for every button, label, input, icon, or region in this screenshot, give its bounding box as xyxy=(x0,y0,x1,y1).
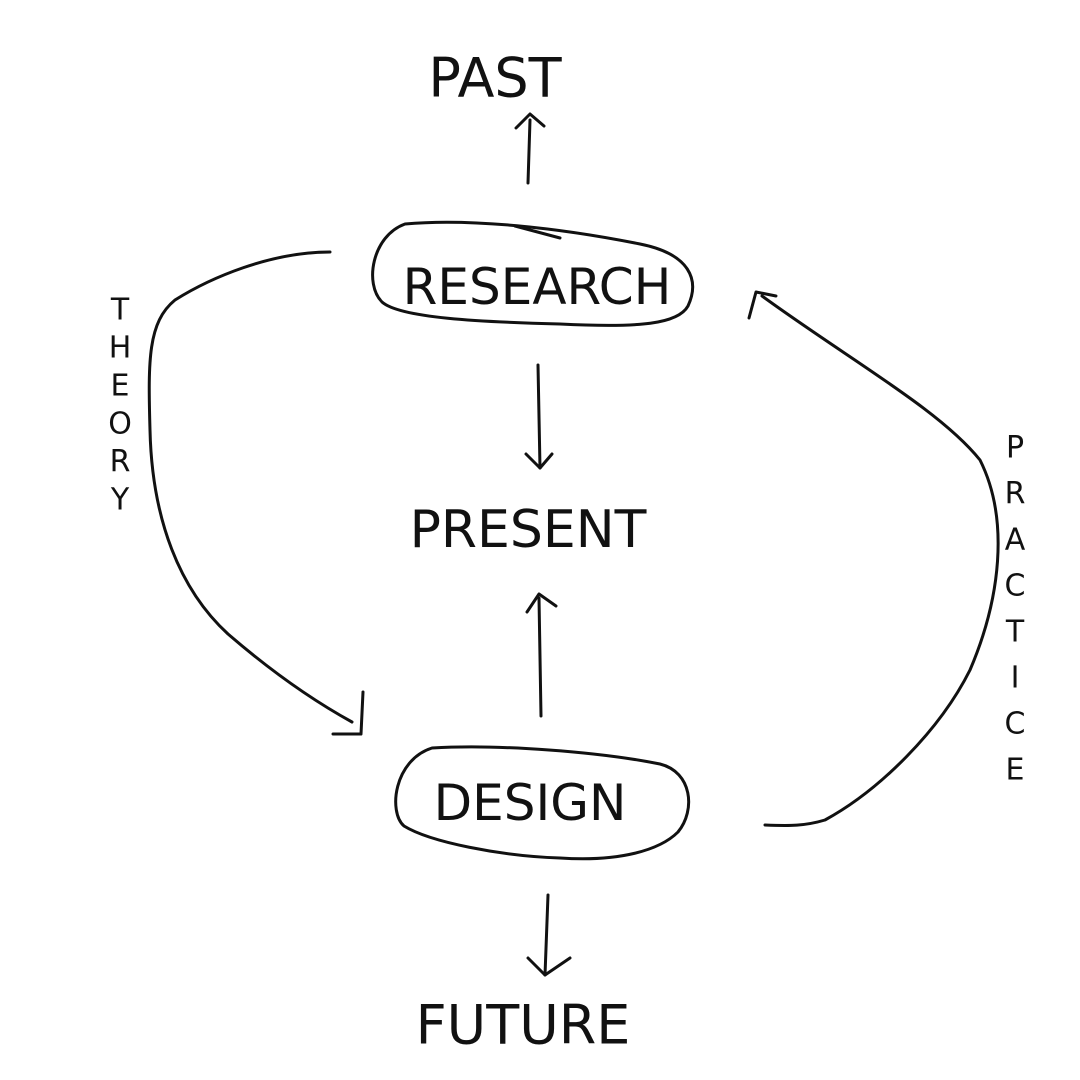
practice-arrow xyxy=(747,290,1000,827)
arrow-design-to-present xyxy=(525,592,558,718)
theory-letter: R xyxy=(110,445,131,480)
practice-letter: E xyxy=(1006,753,1025,788)
present-label: PRESENT xyxy=(410,500,647,560)
theory-letter: T xyxy=(110,293,130,328)
arrow-to-future xyxy=(526,893,572,977)
practice-letter: A xyxy=(1005,523,1026,558)
research-node: RESEARCH xyxy=(371,220,695,327)
practice-letter: I xyxy=(1011,661,1020,696)
arrow-research-to-present xyxy=(524,363,554,470)
theory-letter: E xyxy=(111,369,130,404)
theory-letter: Y xyxy=(110,483,130,518)
practice-letter: T xyxy=(1005,615,1025,650)
theory-letter: H xyxy=(109,331,132,366)
research-outline xyxy=(371,220,695,327)
design-node: DESIGN xyxy=(394,745,691,861)
research-label: RESEARCH xyxy=(403,258,672,316)
practice-letter: P xyxy=(1006,431,1024,466)
future-label: FUTURE xyxy=(416,994,631,1057)
past-label: PAST xyxy=(428,47,562,110)
practice-letter: C xyxy=(1005,707,1026,742)
theory-letter: O xyxy=(108,407,132,442)
theory-arrow xyxy=(147,250,365,736)
practice-letter: C xyxy=(1005,569,1026,604)
design-label: DESIGN xyxy=(434,774,627,832)
arrow-to-past xyxy=(514,112,546,185)
practice-letter: R xyxy=(1005,477,1026,512)
design-outline xyxy=(394,745,691,861)
